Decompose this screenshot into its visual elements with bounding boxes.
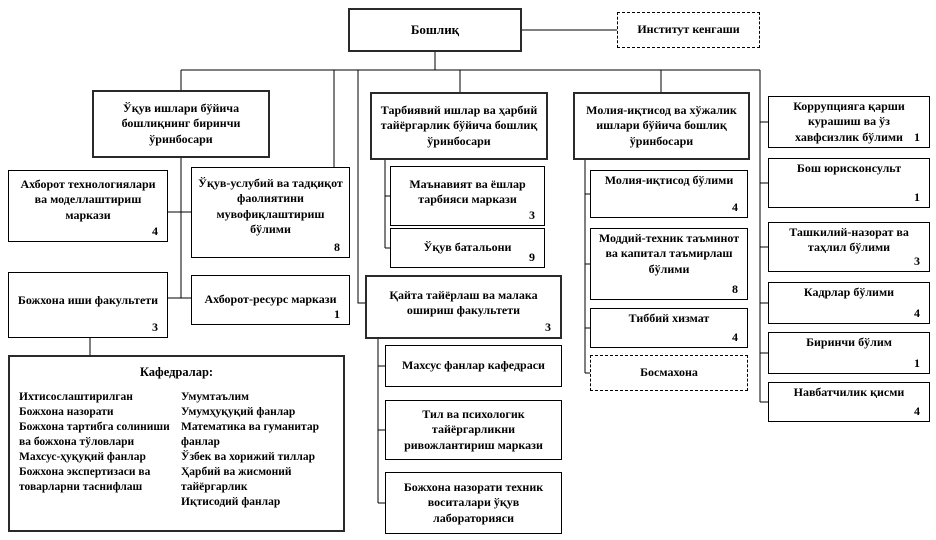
node-methodical-dept-count: 8 <box>334 239 340 254</box>
department-item: Ўзбек ва хорижий тиллар <box>181 450 315 463</box>
node-customs-tech-lab-label: Божхона назорати техник воситалари ўқув … <box>403 479 544 525</box>
node-special-subjects-dept: Махсус фанлар кафедраси <box>385 345 562 387</box>
node-resource-center-label: Ахборот-ресурс маркази <box>204 292 337 307</box>
node-chief-label: Бошлиқ <box>410 21 460 37</box>
node-it-center-label: Ахборот технологиялари ва моделлаштириш … <box>20 176 156 222</box>
department-item: Махсус-ҳуқуқий фанлар <box>19 450 146 463</box>
node-methodical-dept: Ўқув-услубий ва тадқиқот фаолиятини муво… <box>191 167 350 258</box>
node-language-center: Тил ва психологик тайёргарликни ривожлан… <box>385 400 562 460</box>
node-it-center-count: 4 <box>152 223 158 238</box>
department-item: Божхона назорати <box>19 405 114 418</box>
node-deputy-education-label: Ўқув ишлари бўйича бошлиқнинг биринчи ўр… <box>121 100 241 146</box>
node-medical-service: Тиббий хизмат 4 <box>590 308 748 348</box>
node-chief-legal-counsel-label: Бош юрисконсульт <box>796 161 902 175</box>
node-chief: Бошлиқ <box>348 8 522 52</box>
department-item: Умумҳуқуқий фанлар <box>181 405 296 418</box>
node-finance-dept-label: Молия-иқтисод бўлими <box>604 173 734 187</box>
departments-general-header: Умумтаълим <box>181 391 249 403</box>
node-customs-tech-lab: Божхона назорати техник воситалари ўқув … <box>385 472 562 534</box>
node-institute-council: Институт кенгаши <box>617 12 760 48</box>
node-control-analysis-dept: Ташкилий-назорат ва таҳлил бўлими 3 <box>768 222 930 272</box>
node-finance-dept-count: 4 <box>732 199 738 214</box>
node-retraining-faculty: Қайта тайёрлаш ва малака ошириш факульте… <box>365 275 562 339</box>
node-deputy-finance: Молия-иқтисод ва хўжалик ишлари бўйича б… <box>573 92 750 160</box>
node-logistics-dept: Моддий-техник таъминот ва капитал таъмир… <box>590 228 748 300</box>
department-item: Иқтисодий фанлар <box>181 495 281 508</box>
node-hr-dept: Кадрлар бўлими 4 <box>768 282 930 324</box>
node-language-center-label: Тил ва психологик тайёргарликни ривожлан… <box>404 406 543 452</box>
node-chief-legal-counsel: Бош юрисконсульт 1 <box>768 158 930 208</box>
node-retraining-faculty-count: 3 <box>545 319 551 334</box>
node-institute-council-label: Институт кенгаши <box>637 22 740 37</box>
node-anticorruption-dept: Коррупцияга қарши курашиш ва ўз хавфсизл… <box>768 96 930 148</box>
node-methodical-dept-label: Ўқув-услубий ва тадқиқот фаолиятини муво… <box>198 175 343 236</box>
node-customs-faculty-label: Божхона иши факультети <box>17 293 159 308</box>
node-deputy-military: Тарбиявий ишлар ва ҳарбий тайёргарлик бў… <box>370 92 548 160</box>
node-special-subjects-dept-label: Махсус фанлар кафедраси <box>402 358 545 373</box>
departments-specialized-column: Ихтисослаштирилган Божхона назорати Божх… <box>19 390 171 510</box>
department-item: Божхона экспертизаси ва товарларни тасни… <box>19 465 151 493</box>
node-chief-legal-counsel-count: 1 <box>914 189 920 204</box>
departments-list-title: Кафедралар: <box>139 365 214 379</box>
node-medical-service-label: Тиббий хизмат <box>628 311 710 325</box>
node-first-dept: Биринчи бўлим 1 <box>768 332 930 374</box>
node-first-dept-count: 1 <box>914 355 920 370</box>
department-item: Ҳарбий ва жисмоний тайёргарлик <box>181 465 292 493</box>
node-departments-list: Кафедралар: Ихтисослаштирилган Божхона н… <box>8 355 345 532</box>
department-item: Математика ва гуманитар фанлар <box>181 420 319 448</box>
node-spirituality-center: Маънавият ва ёшлар тарбияси маркази 3 <box>390 166 545 226</box>
node-logistics-dept-count: 8 <box>732 281 738 296</box>
node-spirituality-center-count: 3 <box>529 207 535 222</box>
node-anticorruption-dept-label: Коррупцияга қарши курашиш ва ўз хавфсизл… <box>793 98 905 144</box>
node-printing-house: Босмахона <box>590 355 748 391</box>
node-hr-dept-count: 4 <box>914 305 920 320</box>
node-anticorruption-dept-count: 1 <box>914 129 920 144</box>
node-duty-unit-label: Навбатчилик қисми <box>793 385 905 399</box>
node-control-analysis-dept-label: Ташкилий-назорат ва таҳлил бўлими <box>789 225 909 255</box>
node-resource-center-count: 1 <box>334 306 340 321</box>
node-deputy-military-label: Тарбиявий ишлар ва ҳарбий тайёргарлик бў… <box>380 102 538 148</box>
node-retraining-faculty-label: Қайта тайёрлаш ва малака ошириш факульте… <box>389 287 538 317</box>
departments-general-column: Умумтаълим Умумҳуқуқий фанлар Математика… <box>181 390 334 510</box>
node-deputy-education: Ўқув ишлари бўйича бошлиқнинг биринчи ўр… <box>92 90 270 158</box>
node-customs-faculty-count: 3 <box>152 319 158 334</box>
node-training-battalion: Ўқув батальони 9 <box>390 228 545 268</box>
node-it-center: Ахборот технологиялари ва моделлаштириш … <box>8 170 168 242</box>
node-hr-dept-label: Кадрлар бўлими <box>803 285 895 299</box>
node-logistics-dept-label: Моддий-техник таъминот ва капитал таъмир… <box>598 231 740 276</box>
node-first-dept-label: Биринчи бўлим <box>806 335 892 349</box>
node-control-analysis-dept-count: 3 <box>914 253 920 268</box>
node-spirituality-center-label: Маънавият ва ёшлар тарбияси маркази <box>409 176 526 206</box>
node-resource-center: Ахборот-ресурс маркази 1 <box>191 275 350 325</box>
node-training-battalion-count: 9 <box>529 249 535 264</box>
node-training-battalion-label: Ўқув батальони <box>423 240 512 255</box>
node-printing-house-label: Босмахона <box>640 365 698 380</box>
node-duty-unit-count: 4 <box>914 403 920 418</box>
node-deputy-finance-label: Молия-иқтисод ва хўжалик ишлари бўйича б… <box>586 102 737 148</box>
department-item: Божхона тартибга солиниши ва божхона тўл… <box>19 420 170 448</box>
node-customs-faculty: Божхона иши факультети 3 <box>8 272 168 338</box>
node-finance-dept: Молия-иқтисод бўлими 4 <box>590 170 748 218</box>
departments-specialized-header: Ихтисослаштирилган <box>19 391 133 403</box>
node-duty-unit: Навбатчилик қисми 4 <box>768 382 930 422</box>
node-medical-service-count: 4 <box>732 329 738 344</box>
